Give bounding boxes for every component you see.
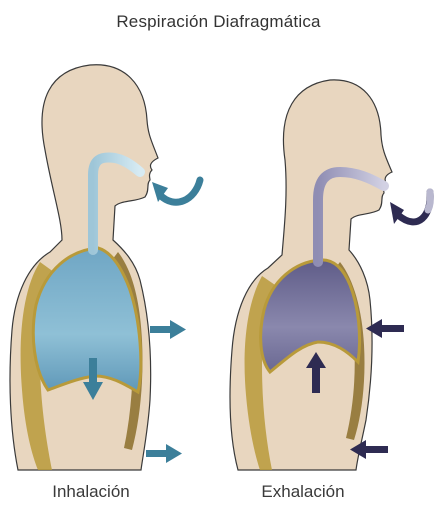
exhale-diaphragm-arrow-shaft [312,367,320,393]
inhale-air-arrow [160,180,200,202]
inhale-abdomen-arrowhead [166,444,182,463]
exhale-figure [230,80,430,470]
exhale-abdomen-arrow-shaft [364,446,388,453]
inhale-chest-arrowhead [170,320,186,339]
inhale-caption: Inhalación [16,482,166,502]
exhale-air-arrow [398,192,430,222]
inhale-figure [10,65,200,470]
inhale-chest-arrow-shaft [150,326,172,333]
exhale-chest-arrow-shaft [380,325,404,332]
inhale-abdomen-arrow-shaft [146,450,168,457]
exhale-caption: Exhalación [228,482,378,502]
exhale-air-arrow-fade [428,192,430,210]
inhale-diaphragm-arrow-shaft [89,358,97,384]
